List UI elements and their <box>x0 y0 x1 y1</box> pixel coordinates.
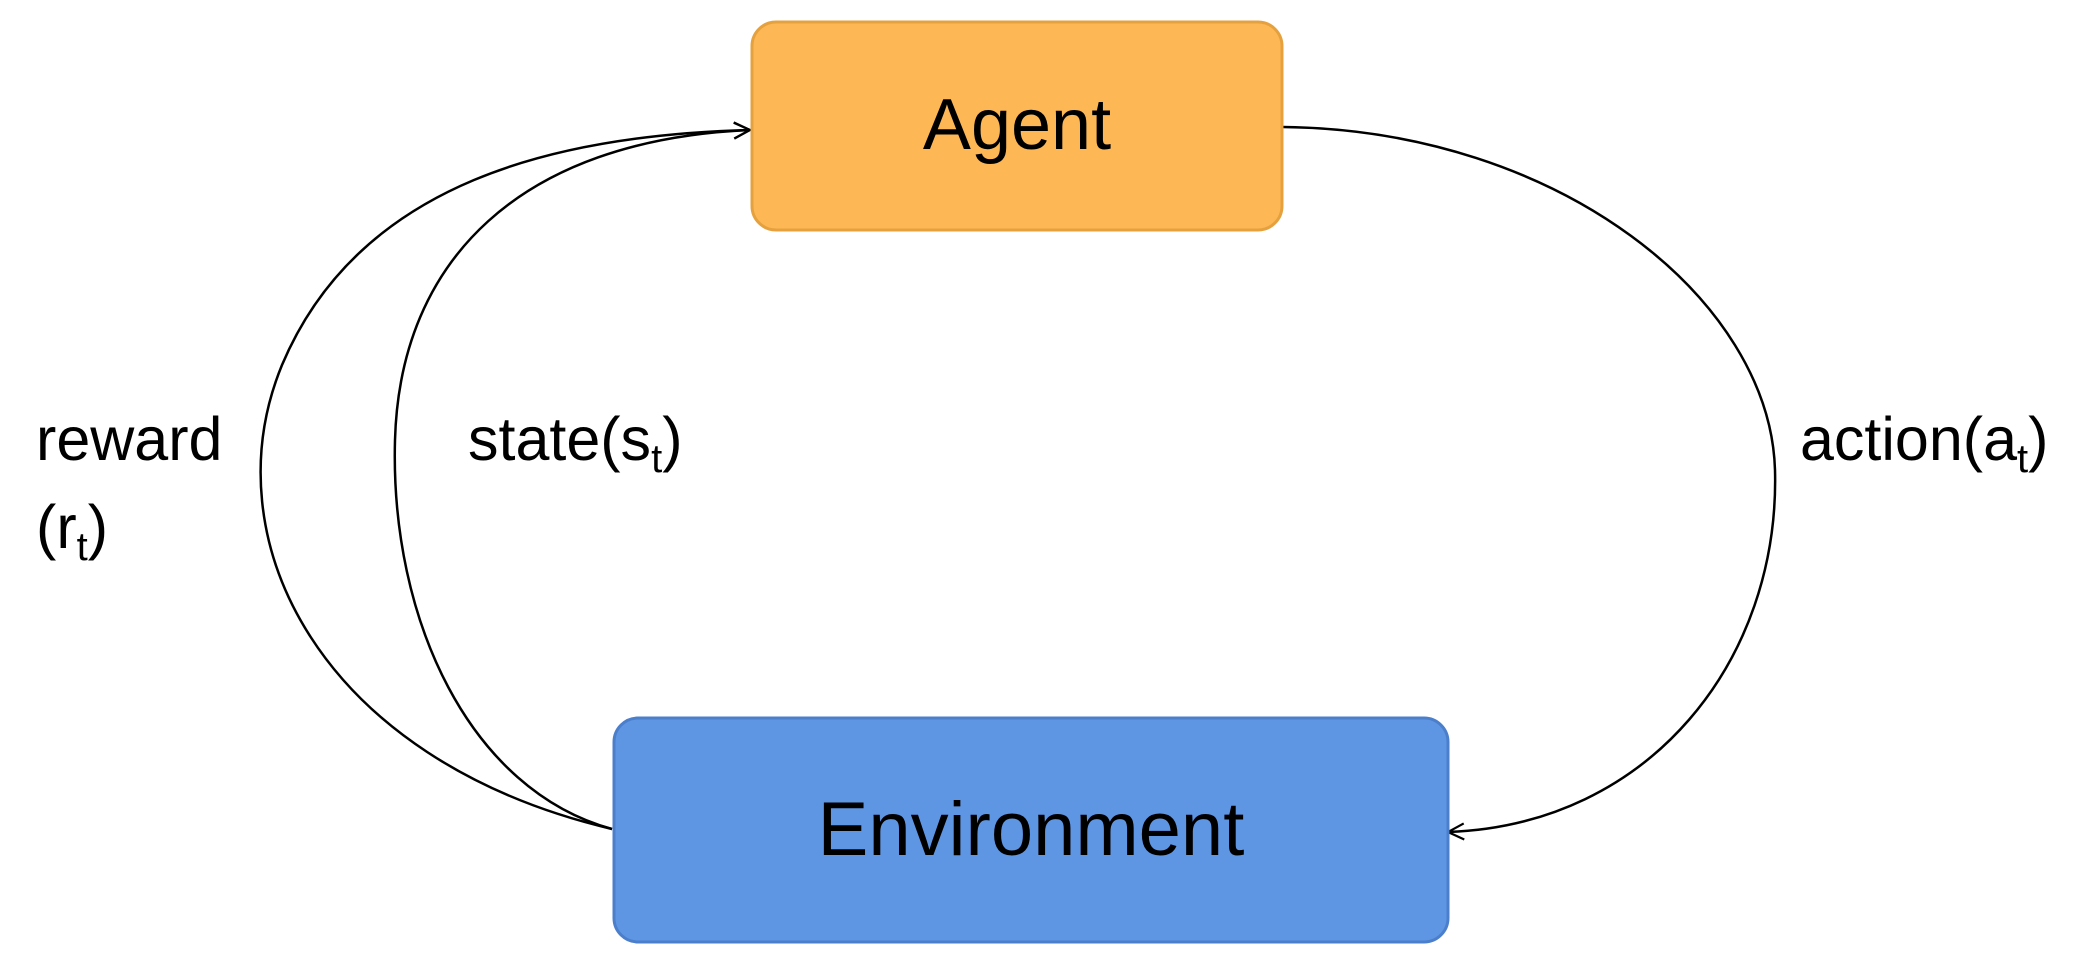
reward-symbol-close: ) <box>88 493 108 561</box>
state-label-main: state(s <box>468 405 651 473</box>
reward-arrow <box>259 130 750 831</box>
reward-symbol-open: (r <box>36 493 77 561</box>
action-label-main: action(a <box>1800 405 2017 473</box>
agent-box <box>750 20 1284 232</box>
state-label-close: ) <box>662 405 682 473</box>
agent-label: Agent <box>923 85 1111 165</box>
environment-label: Environment <box>818 787 1245 872</box>
environment-node: Environment <box>612 716 1450 944</box>
environment-box <box>612 716 1450 944</box>
action-label: action(at) <box>1800 405 2048 481</box>
reward-symbol: (rt) <box>36 493 108 569</box>
action-label-sub: t <box>2017 437 2028 481</box>
state-label-sub: t <box>651 437 662 481</box>
reward-label-main: reward <box>36 405 222 473</box>
state-arrow <box>393 130 750 831</box>
state-label: state(st) <box>468 405 683 481</box>
action-arrow <box>1282 125 1777 832</box>
action-label-close: ) <box>2028 405 2048 473</box>
reward-label: reward <box>36 405 222 473</box>
agent-node: Agent <box>750 20 1284 232</box>
reward-symbol-sub: t <box>77 525 88 569</box>
